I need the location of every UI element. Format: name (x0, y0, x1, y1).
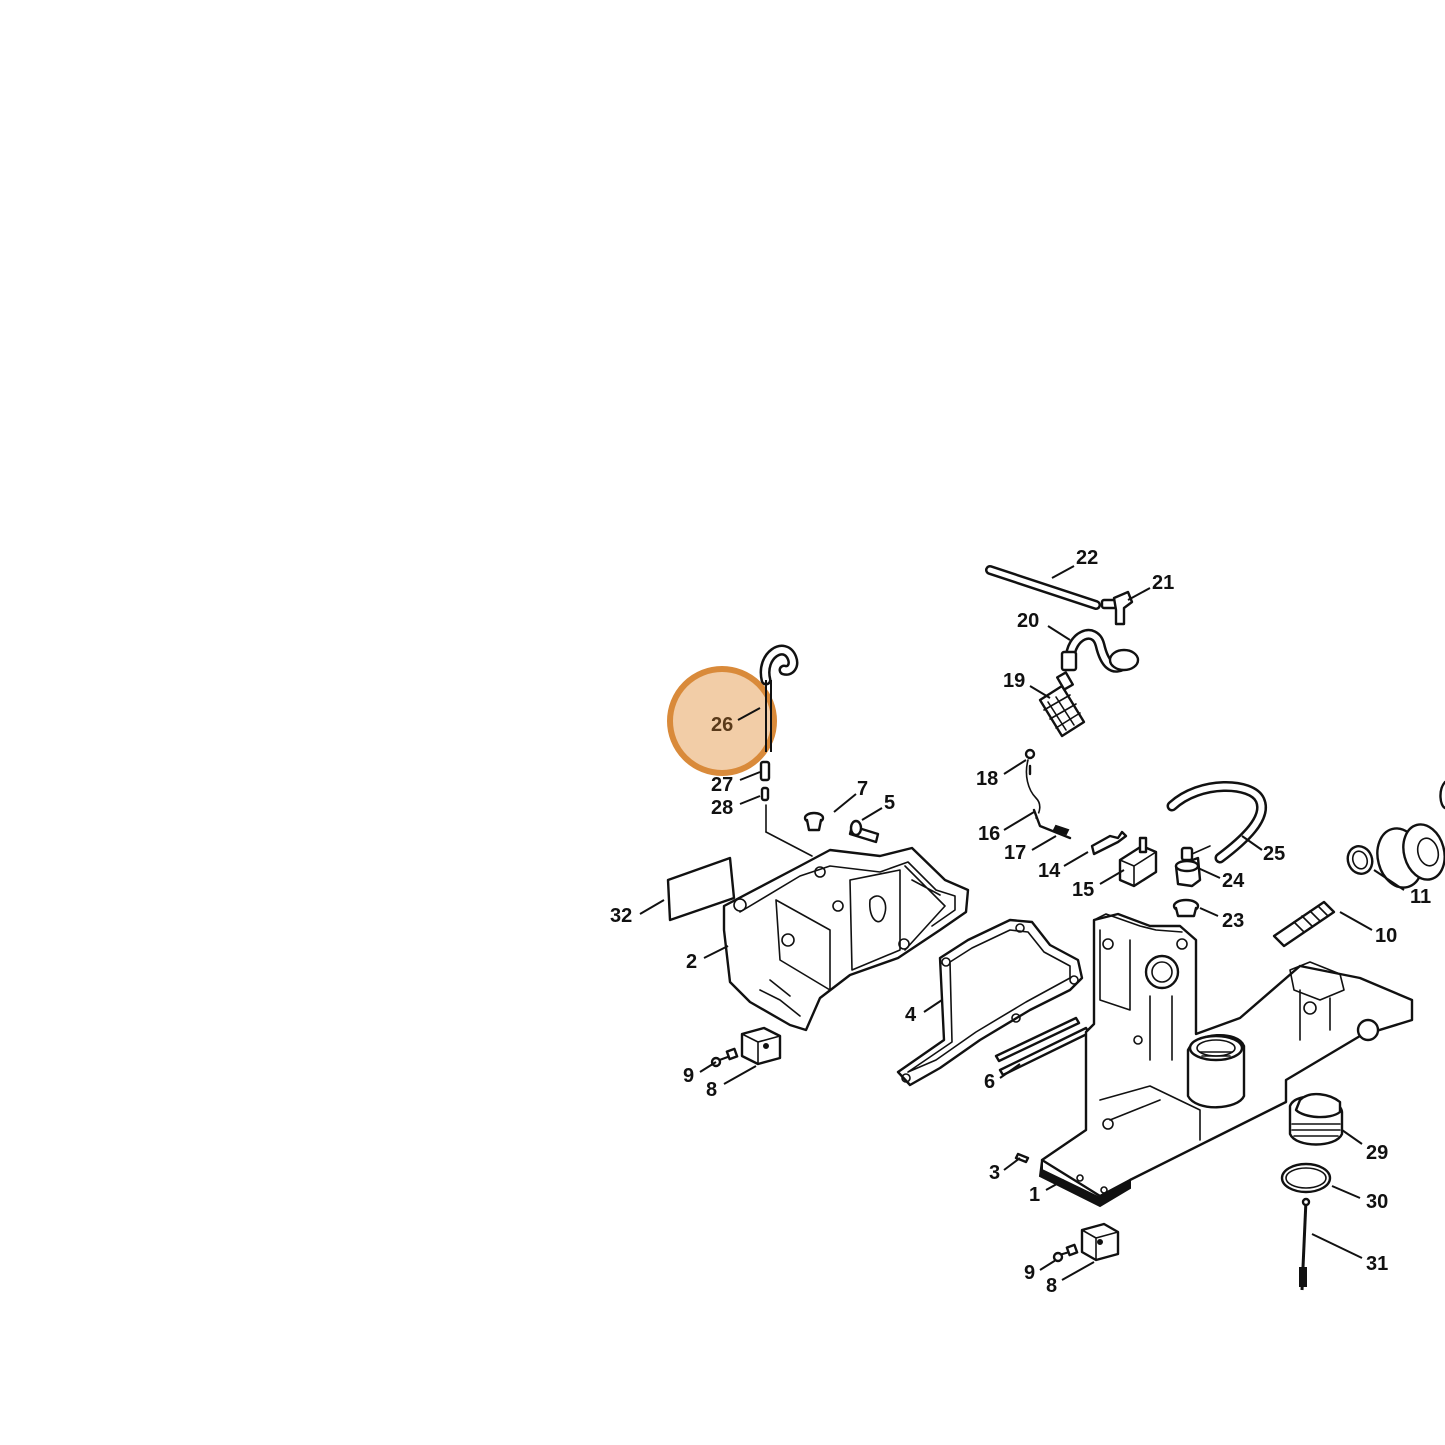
part-6-studs (994, 1016, 1091, 1077)
part-9-screw-left (710, 1047, 739, 1068)
part-27-pin (759, 760, 771, 782)
callout-25[interactable]: 25 (1263, 843, 1285, 865)
part-2-housing (722, 846, 970, 1032)
part-19-fuel-filter (1038, 671, 1086, 738)
callout-15[interactable]: 15 (1072, 879, 1094, 901)
callout-6[interactable]: 6 (984, 1071, 995, 1093)
callout-29[interactable]: 29 (1366, 1142, 1388, 1164)
part-4-gasket (896, 918, 1084, 1087)
callout-1[interactable]: 1 (1029, 1184, 1040, 1206)
callout-9-left[interactable]: 9 (683, 1065, 694, 1087)
part-5-screw (848, 819, 880, 844)
callout-24[interactable]: 24 (1222, 870, 1245, 892)
callout-2[interactable]: 2 (686, 951, 697, 973)
callout-21[interactable]: 21 (1152, 572, 1174, 594)
part-10-bolt (1272, 900, 1336, 948)
callout-10[interactable]: 10 (1375, 925, 1397, 947)
callout-23[interactable]: 23 (1222, 910, 1244, 932)
callout-32[interactable]: 32 (610, 905, 632, 927)
callout-27[interactable]: 27 (711, 774, 733, 796)
callout-4[interactable]: 4 (905, 1004, 917, 1026)
part-30-o-ring (1280, 1162, 1332, 1194)
part-8-block-left (740, 1026, 782, 1066)
callout-30[interactable]: 30 (1366, 1191, 1388, 1213)
callout-3[interactable]: 3 (989, 1162, 1000, 1184)
callout-8-left[interactable]: 8 (706, 1079, 717, 1101)
part-18-16-17-wire (1024, 748, 1072, 840)
part-20-fuel-hose (1060, 628, 1140, 673)
part-9-screw-bottom (1052, 1243, 1079, 1263)
callout-16[interactable]: 16 (978, 823, 1000, 845)
highlight-circle[interactable] (667, 666, 777, 776)
part-25-hose (1166, 781, 1267, 864)
callout-11[interactable]: 11 (1410, 886, 1431, 908)
callout-14[interactable]: 14 (1038, 860, 1061, 882)
part-22-tube (985, 565, 1101, 610)
part-28-pin (760, 786, 770, 802)
part-11-ring (1346, 845, 1374, 875)
part-31-strainer (1299, 1197, 1311, 1291)
part-29-cap (1288, 1092, 1344, 1146)
part-clutch-drum (1376, 780, 1445, 889)
part-8-block-bottom (1080, 1222, 1120, 1262)
callout-20[interactable]: 20 (1017, 610, 1039, 632)
callout-19[interactable]: 19 (1003, 670, 1025, 692)
callout-5[interactable]: 5 (884, 792, 895, 814)
callout-9-bottom[interactable]: 9 (1024, 1262, 1035, 1284)
callout-7[interactable]: 7 (857, 778, 868, 800)
callout-28[interactable]: 28 (711, 797, 733, 819)
part-26-bent-hose (759, 644, 799, 752)
callout-17[interactable]: 17 (1004, 842, 1026, 864)
callout-22[interactable]: 22 (1076, 547, 1098, 569)
part-21-elbow-fitting (1100, 590, 1134, 626)
part-3-pin (1014, 1152, 1030, 1164)
callout-18[interactable]: 18 (976, 768, 998, 790)
part-7-grommet (803, 811, 825, 832)
part-14-lever (1090, 830, 1128, 856)
part-15-valve (1118, 836, 1158, 888)
callout-8-bottom[interactable]: 8 (1046, 1275, 1057, 1297)
callout-31[interactable]: 31 (1366, 1253, 1388, 1275)
part-1-crankcase (1038, 912, 1414, 1208)
part-32-plate (666, 856, 736, 922)
callout-26[interactable]: 26 (711, 714, 733, 736)
part-23-plug (1172, 898, 1200, 918)
leader-lines (639, 565, 1405, 1281)
part-24-pickup (1174, 845, 1211, 888)
callout-labels: 22 21 20 19 26 27 28 7 5 32 2 18 16 17 1… (610, 547, 1431, 1297)
